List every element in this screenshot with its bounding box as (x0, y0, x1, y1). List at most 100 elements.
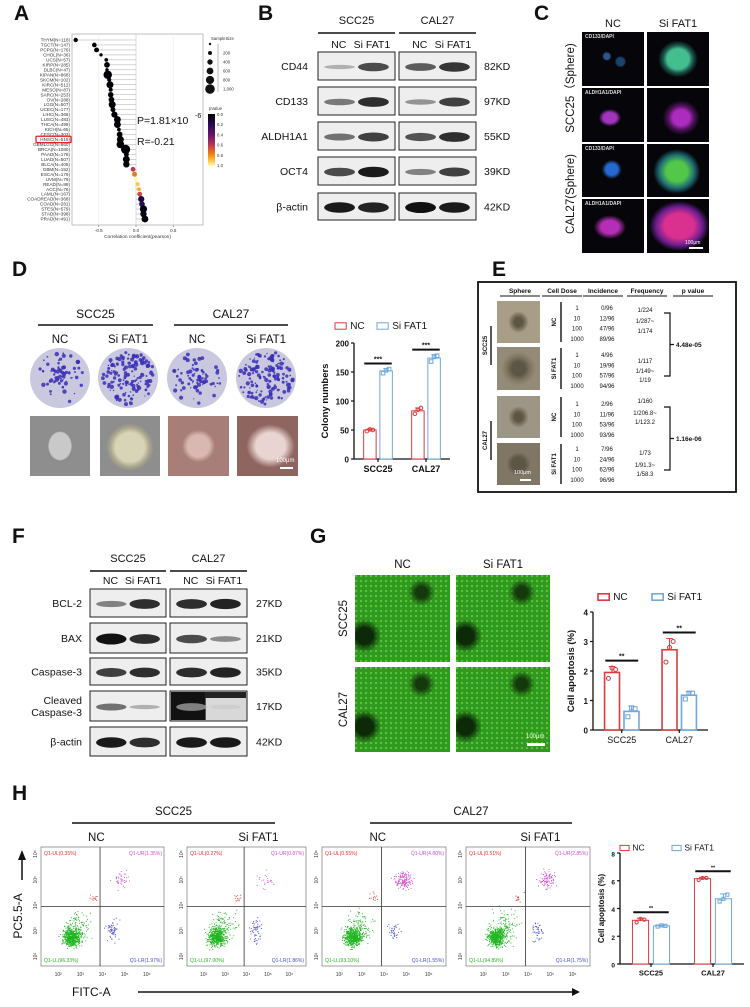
event-dot-lr (255, 929, 257, 931)
event-dot-ll (487, 929, 489, 931)
colony (281, 380, 285, 384)
colony (273, 371, 276, 374)
event-dot-ll (515, 925, 517, 927)
event-dot-ll (364, 932, 366, 935)
protein-label: Caspase-3 (31, 667, 82, 679)
event-dot-lr (255, 934, 257, 936)
event-dot-ll (501, 930, 503, 932)
colony (124, 351, 128, 355)
protein-band (129, 667, 160, 678)
significance-label: ** (677, 626, 683, 633)
event-dot-ll (495, 935, 497, 938)
event-dot-ll (219, 937, 221, 939)
event-dot-ll (357, 920, 359, 922)
event-dot-ll (342, 935, 344, 937)
protein-band (129, 634, 160, 644)
event-dot-ur (545, 875, 547, 877)
x-tick-label: 10³ (221, 972, 229, 978)
event-dot-ll (365, 930, 367, 932)
colony (214, 365, 218, 369)
y-axis-label: Cell apoptosis (%) (566, 630, 577, 712)
event-dot-ll (89, 912, 91, 914)
event-dot-ll (357, 916, 359, 918)
colony (250, 391, 254, 395)
event-dot-lr (532, 940, 534, 943)
event-dot-lr (112, 922, 114, 924)
event-dot-ll (78, 916, 80, 919)
event-dot-lr (535, 932, 537, 934)
colony (254, 396, 259, 401)
event-dot-ur (393, 878, 395, 880)
event-dot-ll (352, 939, 354, 941)
cell-dose: 1 (575, 306, 579, 312)
event-dot-ll (74, 941, 76, 943)
incidence: 12/96 (599, 316, 615, 322)
event-dot-ll (215, 922, 217, 924)
event-dot-ur (122, 880, 124, 882)
event-dot-ll (506, 942, 508, 944)
event-dot-ll (505, 926, 507, 928)
colony (122, 392, 126, 397)
event-dot-ll (219, 935, 221, 937)
colony (139, 353, 143, 357)
event-dot-ul (96, 899, 98, 901)
event-dot-ll (341, 940, 343, 942)
event-dot-ur (402, 871, 404, 873)
cell-dose: 1 (575, 447, 579, 453)
data-point (663, 659, 669, 665)
cancer-type-label: KIRP(N=285) (43, 62, 71, 67)
event-dot-lr (538, 931, 540, 933)
event-dot-ll (350, 931, 352, 933)
colony (67, 399, 72, 404)
cell-line-header: CAL27 (453, 806, 488, 818)
colony (62, 352, 65, 355)
cancer-type-label: BLCA(N=405) (41, 162, 70, 167)
event-dot-ul (240, 894, 242, 896)
colony (134, 354, 140, 359)
event-dot-lr (257, 931, 259, 933)
event-dot-ur (544, 880, 546, 882)
event-dot-ll (494, 940, 496, 942)
event-dot-ll (65, 922, 67, 924)
event-dot-ll (215, 941, 217, 943)
event-dot-ll (340, 929, 342, 931)
event-dot-ll (62, 934, 64, 936)
event-dot-ll (212, 913, 214, 916)
event-dot-lr (539, 938, 541, 940)
event-dot-ul (374, 896, 376, 898)
event-dot-ur (555, 885, 558, 887)
event-dot-ll (71, 941, 73, 943)
event-dot-ll (353, 941, 355, 943)
panel-label-a: A (14, 2, 30, 25)
event-dot-ll (75, 926, 77, 928)
event-dot-ll (504, 934, 506, 936)
event-dot-ll (491, 935, 493, 937)
event-dot-ll (211, 923, 213, 925)
colony (197, 356, 202, 361)
event-dot-ll (223, 929, 225, 931)
event-dot-ll (496, 941, 498, 943)
event-dot-ul (368, 897, 371, 900)
event-dot-ur (554, 874, 556, 876)
protein-band (324, 167, 355, 177)
event-dot-ll (212, 932, 214, 934)
event-dot-ll (221, 932, 223, 934)
event-dot-lr (395, 924, 397, 926)
event-dot-ll (363, 935, 365, 937)
event-dot-ll (502, 931, 504, 933)
event-dot-lr (112, 924, 114, 926)
colony (107, 382, 111, 387)
event-dot-ll (491, 932, 493, 934)
event-dot-ll (64, 942, 66, 944)
event-dot-ll (490, 927, 492, 929)
event-dot-lr (536, 928, 538, 931)
protein-label: β-actin (276, 202, 308, 214)
column-header: NC (394, 559, 411, 571)
significance-label: *** (374, 357, 382, 364)
colony (267, 373, 272, 377)
legend-swatch (619, 844, 630, 852)
cancer-type-label: UVM(N=79) (46, 177, 71, 182)
event-dot-ll (491, 940, 493, 942)
colony (276, 366, 280, 370)
